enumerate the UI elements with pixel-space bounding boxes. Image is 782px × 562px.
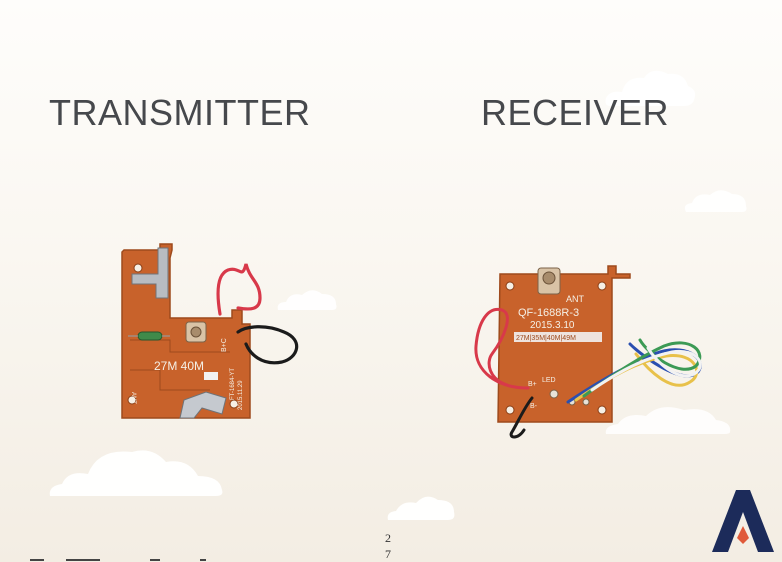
transmitter-side-label: B+C bbox=[221, 338, 228, 352]
metal-spring-clip bbox=[179, 391, 227, 419]
transmitter-date-label: 2015.11.29 bbox=[238, 380, 244, 410]
receiver-ant-label: ANT bbox=[566, 294, 585, 304]
transmitter-title: TRANSMITTER bbox=[49, 92, 311, 133]
transmitter-board-photo: 27M 40M B+C FT-1684-YT 2015.11.29 ANT bbox=[121, 243, 299, 419]
page-number: 2 7 bbox=[383, 530, 393, 562]
receiver-board-photo: ANT QF-1688R-3 2015.3.10 27M|35M|40M|49M… bbox=[474, 265, 702, 439]
receiver-led-label: LED bbox=[542, 377, 556, 384]
metal-antenna-bracket bbox=[131, 247, 169, 299]
cloud-icon bbox=[605, 70, 696, 106]
receiver-date-label: 2015.3.10 bbox=[530, 320, 575, 331]
letter-a-logo-icon bbox=[712, 490, 774, 552]
white-wire bbox=[590, 346, 702, 392]
red-wire bbox=[216, 263, 262, 316]
red-wire bbox=[474, 307, 530, 390]
green-inductor bbox=[137, 331, 163, 341]
receiver-pcb bbox=[497, 265, 631, 423]
receiver-model-label: QF-1688R-3 bbox=[518, 307, 579, 319]
receiver-bplus-label: B+ bbox=[528, 381, 537, 388]
receiver-bminus-label: B- bbox=[530, 403, 538, 410]
black-wire bbox=[236, 325, 299, 365]
cloud-icon bbox=[387, 496, 455, 520]
black-wire bbox=[509, 396, 534, 439]
green-wire bbox=[582, 338, 702, 398]
cloud-icon bbox=[277, 290, 337, 310]
receiver-freq-options: 27M|35M|40M|49M bbox=[516, 335, 576, 342]
transmitter-freq-label: 27M 40M bbox=[154, 359, 204, 373]
transmitter-serial-label: FT-1684-YT bbox=[230, 368, 236, 400]
receiver-title: RECEIVER bbox=[481, 92, 670, 133]
bottom-decoration bbox=[30, 559, 206, 561]
page-number-line2: 7 bbox=[385, 547, 391, 561]
cloud-icon bbox=[605, 407, 731, 434]
transmitter-ant-label: ANT bbox=[130, 392, 136, 404]
cloud-icon bbox=[684, 190, 747, 212]
page-number-line1: 2 bbox=[385, 531, 391, 545]
cloud-icon bbox=[49, 450, 223, 496]
